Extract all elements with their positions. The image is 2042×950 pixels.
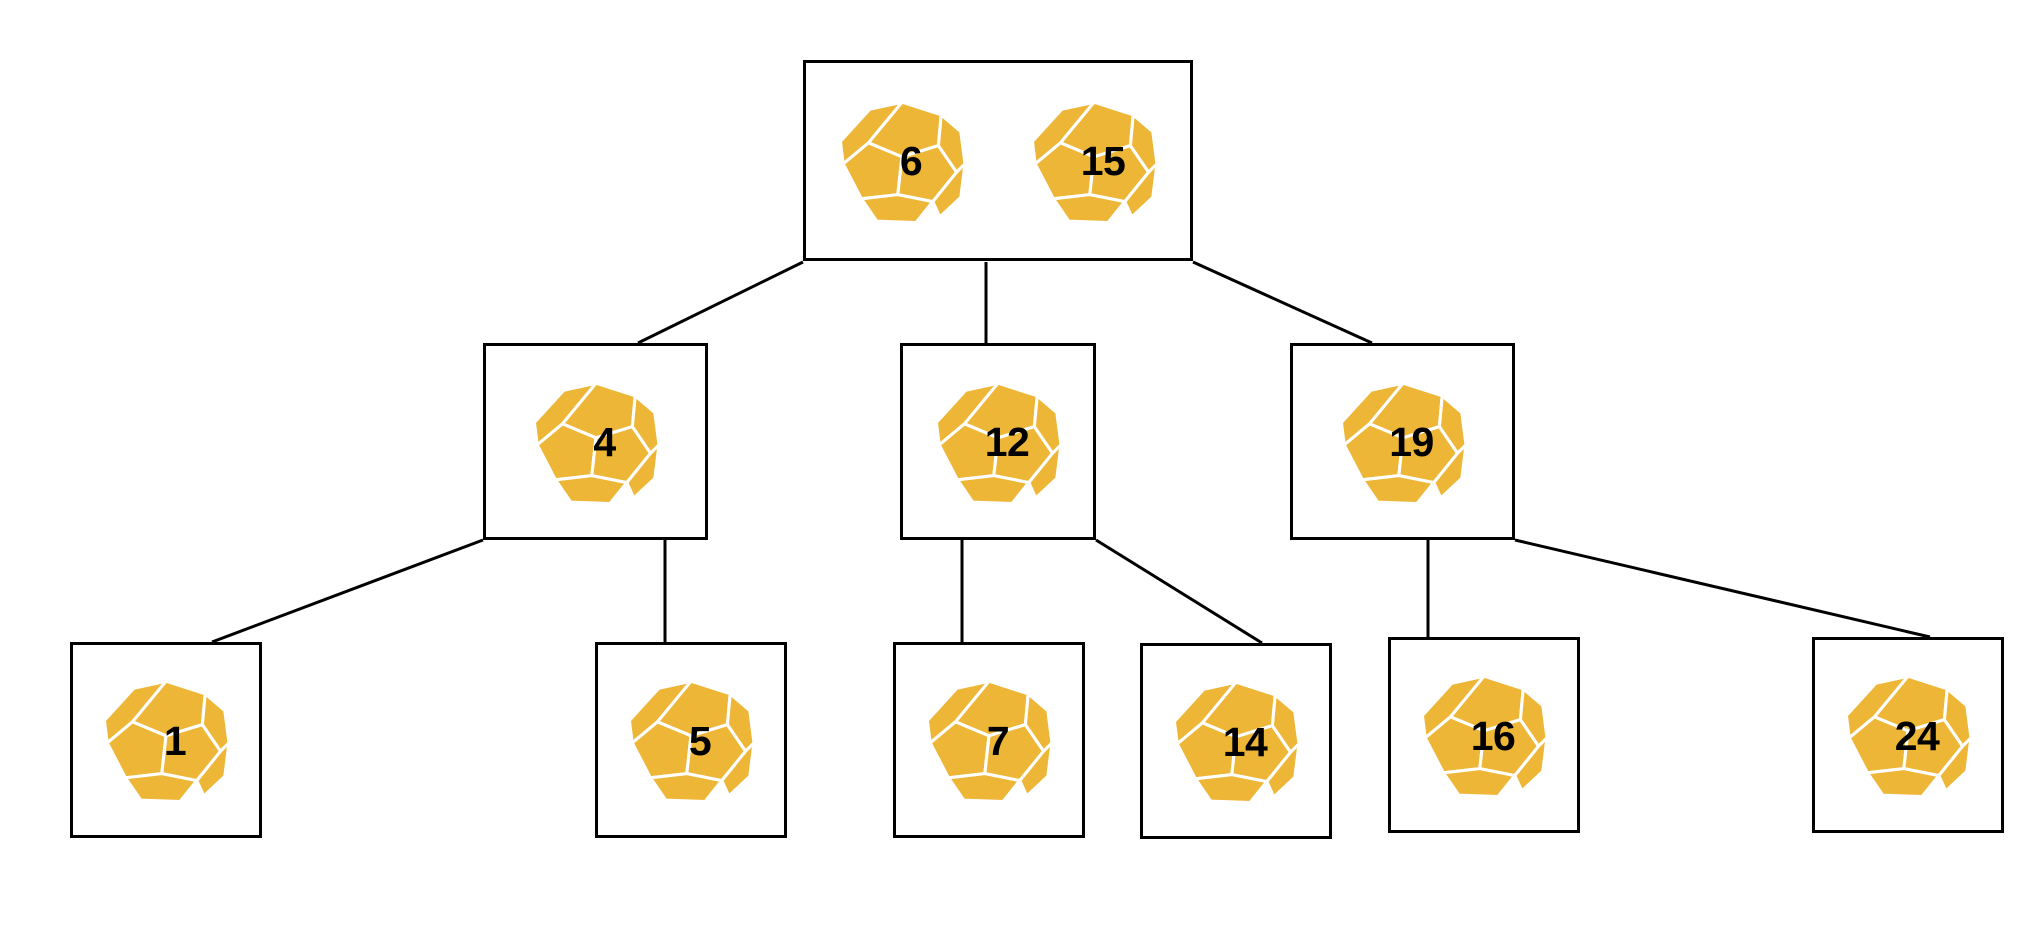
- dodecahedron-face: [838, 100, 904, 165]
- dodecahedron-icon: [102, 679, 231, 804]
- dodecahedron-icon: [532, 381, 661, 505]
- tree-node[interactable]: 1: [70, 642, 262, 838]
- tree-node[interactable]: 16: [1388, 637, 1580, 833]
- dodecahedron-face: [1431, 442, 1468, 500]
- tree-edge: [1192, 260, 1373, 345]
- tree-node-key[interactable]: 7: [919, 670, 1059, 810]
- dodecahedron-face: [1420, 674, 1486, 740]
- key-value-label: 15: [1080, 138, 1126, 184]
- tree-node-key[interactable]: 4: [526, 372, 666, 512]
- key-value-label: 14: [1222, 718, 1268, 765]
- dodecahedron-face: [934, 381, 1000, 446]
- dodecahedron-icon: [1420, 674, 1549, 799]
- dodecahedron-face: [553, 473, 628, 505]
- dodecahedron-face: [195, 741, 231, 798]
- tree-node[interactable]: 24: [1812, 637, 2004, 833]
- key-value-label: 12: [984, 419, 1030, 465]
- dodecahedron-face: [1027, 442, 1063, 500]
- dodecahedron-icon: [838, 100, 967, 224]
- tree-node-key[interactable]: 12: [928, 372, 1068, 512]
- dodecahedron-icon: [1030, 100, 1159, 224]
- tree-node-key[interactable]: 1: [96, 670, 236, 810]
- dodecahedron-face: [1513, 736, 1549, 793]
- dodecahedron-icon: [1844, 674, 1973, 799]
- tree-node-key[interactable]: 16: [1414, 665, 1554, 805]
- dodecahedron-face: [648, 772, 724, 804]
- tree-node[interactable]: 12: [900, 343, 1096, 540]
- dodecahedron-face: [1339, 381, 1405, 446]
- dodecahedron-face: [1018, 741, 1054, 798]
- tree-edge: [1514, 538, 1931, 639]
- key-value-label: 4: [593, 419, 616, 465]
- dodecahedron-face: [720, 741, 756, 798]
- dodecahedron-face: [624, 442, 661, 500]
- dodecahedron-face: [532, 381, 598, 446]
- tree-node-key[interactable]: 5: [621, 670, 761, 810]
- dodecahedron-icon: [1172, 680, 1301, 805]
- tree-node[interactable]: 14: [1140, 643, 1332, 839]
- key-value-label: 7: [986, 717, 1010, 764]
- dodecahedron-face: [1265, 742, 1301, 799]
- tree-edge: [637, 260, 804, 345]
- dodecahedron-face: [123, 772, 199, 804]
- key-value-label: 16: [1470, 712, 1516, 759]
- key-value-label: 19: [1389, 419, 1434, 465]
- tree-node[interactable]: 4: [483, 343, 708, 540]
- dodecahedron-face: [1172, 680, 1238, 746]
- tree-node-key[interactable]: 19: [1333, 372, 1473, 512]
- dodecahedron-face: [1865, 767, 1941, 799]
- dodecahedron-icon: [627, 679, 756, 804]
- dodecahedron-face: [1441, 767, 1517, 799]
- key-value-label: 5: [688, 717, 712, 764]
- dodecahedron-face: [1123, 161, 1159, 219]
- tree-node[interactable]: 19: [1290, 343, 1515, 540]
- dodecahedron-icon: [1339, 381, 1468, 505]
- dodecahedron-face: [859, 192, 935, 224]
- dodecahedron-face: [1360, 473, 1435, 505]
- dodecahedron-face: [1051, 192, 1127, 224]
- key-value-label: 1: [163, 717, 187, 764]
- dodecahedron-face: [102, 679, 168, 745]
- dodecahedron-face: [1937, 736, 1973, 793]
- tree-node[interactable]: 7: [893, 642, 1085, 838]
- dodecahedron-face: [946, 772, 1022, 804]
- key-value-label: 6: [899, 138, 923, 184]
- tree-node[interactable]: 6 15: [803, 60, 1193, 261]
- tree-node-key[interactable]: 14: [1166, 671, 1306, 811]
- dodecahedron-face: [955, 473, 1031, 505]
- tree-edge: [211, 538, 484, 644]
- tree-node[interactable]: 5: [595, 642, 787, 838]
- key-value-label: 24: [1894, 712, 1940, 759]
- dodecahedron-icon: [934, 381, 1063, 505]
- tree-node-key[interactable]: 6: [832, 91, 972, 231]
- dodecahedron-face: [1193, 773, 1269, 805]
- tree-node-key[interactable]: 24: [1838, 665, 1978, 805]
- dodecahedron-face: [1844, 674, 1910, 740]
- tree-edge: [1095, 538, 1263, 645]
- dodecahedron-face: [1030, 100, 1096, 165]
- dodecahedron-face: [931, 161, 967, 219]
- dodecahedron-face: [925, 679, 991, 745]
- tree-node-key[interactable]: 15: [1024, 91, 1164, 231]
- dodecahedron-face: [627, 679, 693, 745]
- dodecahedron-icon: [925, 679, 1054, 804]
